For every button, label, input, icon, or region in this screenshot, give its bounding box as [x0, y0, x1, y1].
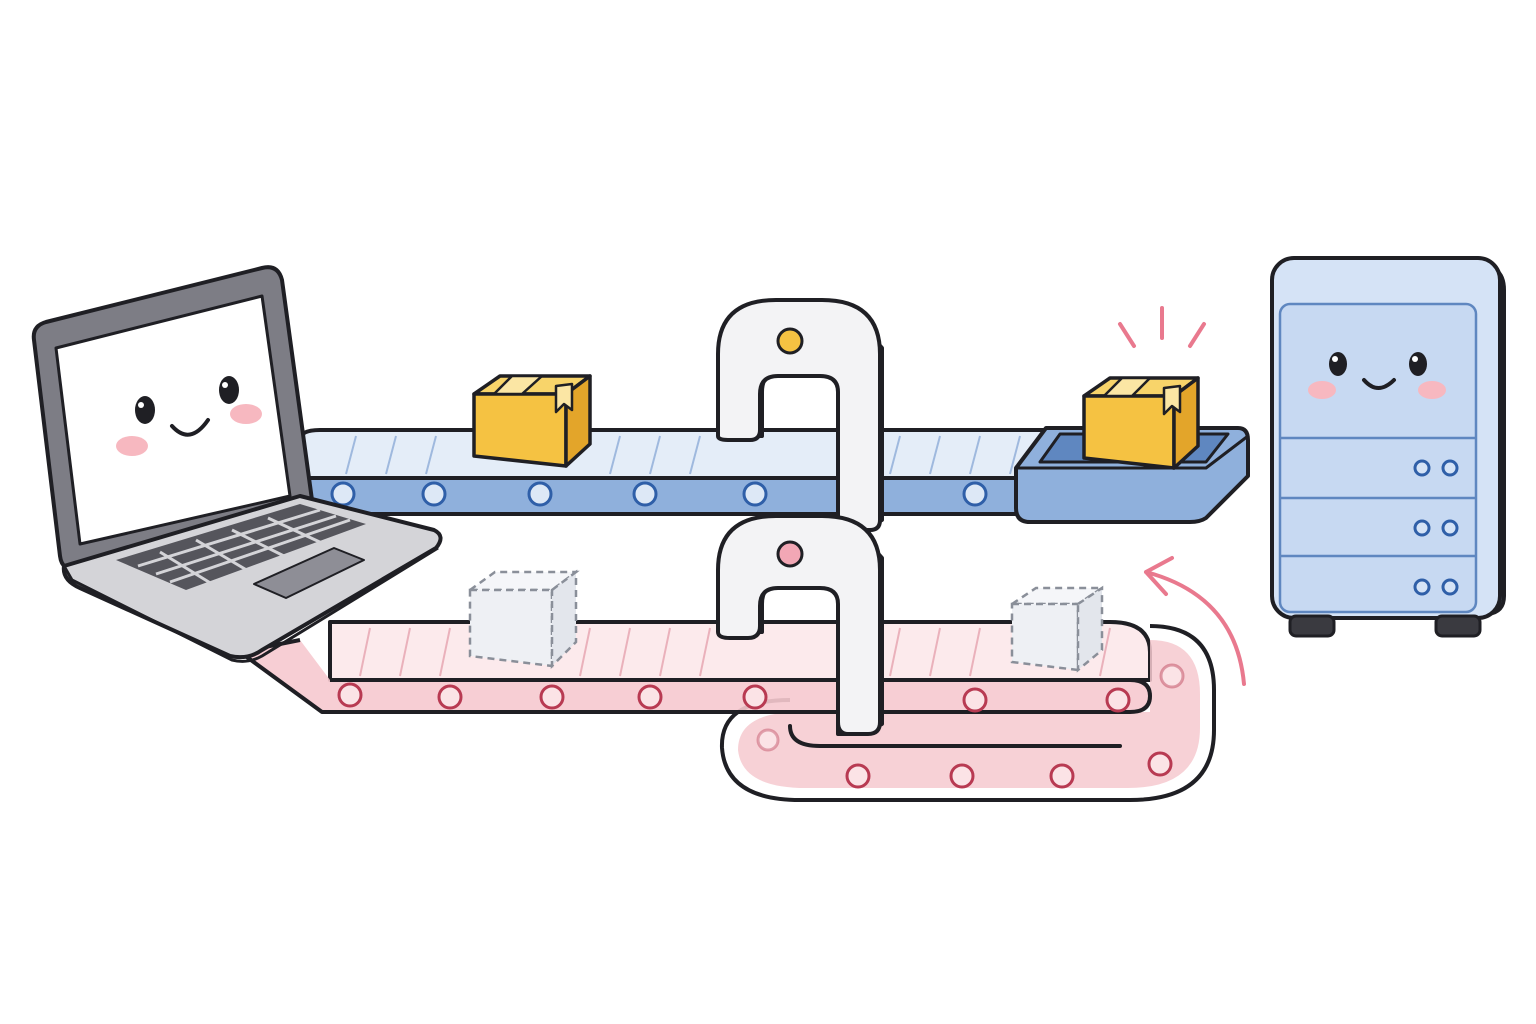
blue-belt-surface: [298, 428, 1052, 480]
package-box-icon: [1082, 376, 1200, 470]
laptop-key-lines: [137, 508, 351, 586]
blush: [230, 404, 262, 424]
server-front-panel: [1278, 302, 1478, 614]
laptop-face: [116, 376, 262, 456]
blush: [1418, 381, 1446, 399]
pink-loop-inner: [788, 724, 1122, 748]
pink-belt-rail: [238, 638, 1152, 714]
server-foot: [1434, 614, 1482, 638]
scanner-gate-icon: [716, 298, 884, 532]
pink-return-conveyor: [238, 556, 1246, 802]
server-foot: [1288, 614, 1336, 638]
laptop-screen: [54, 294, 292, 546]
ghost-box-icon: [1007, 585, 1107, 673]
laptop-icon: [31, 265, 443, 663]
pink-rollers: [337, 663, 1185, 789]
scanner-gate-icon: [716, 514, 884, 736]
pink-loop-outer: [719, 624, 1216, 802]
return-arrow-icon: [1144, 556, 1246, 686]
sparkle-icon: [1118, 306, 1206, 348]
blush: [1308, 381, 1336, 399]
package-box-icon: [472, 374, 592, 468]
blush: [116, 436, 148, 456]
server-face: [1308, 352, 1446, 399]
blue-belt-hatching: [345, 435, 1021, 475]
server-icon: [1270, 256, 1506, 638]
pink-belt-hatching: [359, 627, 1111, 677]
laptop-trackpad: [253, 547, 365, 599]
blue-rollers: [330, 481, 988, 507]
server-indicator-lights: [1413, 459, 1459, 596]
ghost-box-icon: [466, 569, 580, 670]
blue-belt-rail: [298, 476, 1052, 516]
laptop-base: [61, 494, 443, 660]
